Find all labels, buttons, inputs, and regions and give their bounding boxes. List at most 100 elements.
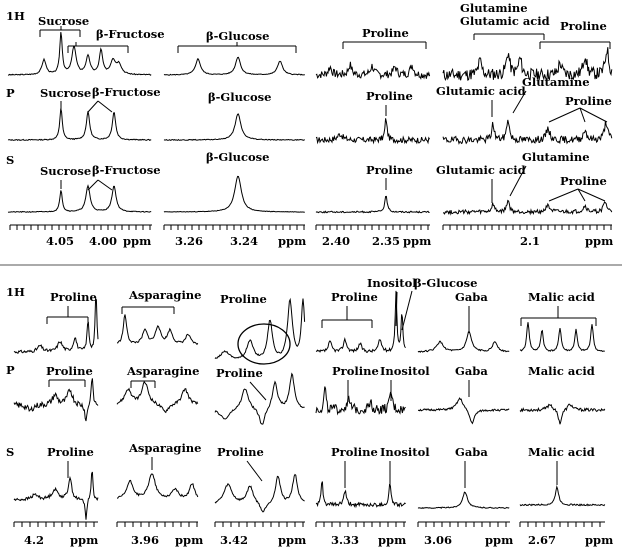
spectrum-b-s-proline2 xyxy=(214,473,305,513)
bracket-proline-b1c xyxy=(321,306,373,328)
label-proline-b2a: Proline xyxy=(46,364,93,378)
top-panel: 1H P S Sucrose β-Fructose β-Glucose Prol… xyxy=(6,1,613,248)
spectrum-b-p-malic xyxy=(519,403,606,425)
axis-line-b-3 xyxy=(214,521,305,527)
lines-proline-3b xyxy=(548,188,606,202)
label-proline-b3a: Proline xyxy=(47,445,94,459)
label-sucrose-2: Sucrose xyxy=(40,86,91,100)
spectrum-s-glucose xyxy=(163,175,305,213)
bracket-proline-b2a xyxy=(48,379,86,387)
label-malic-b3: Malic acid xyxy=(528,445,595,459)
axis-b-unit-3: ppm xyxy=(278,533,306,547)
axis-b-tick-396: 3.96 xyxy=(131,533,159,547)
label-glucose-3: β-Glucose xyxy=(206,150,269,164)
spectrum-b-p-proline3 xyxy=(315,386,406,416)
spectrum-b-1h-gaba xyxy=(417,330,510,353)
axis-unit-3: ppm xyxy=(403,234,431,248)
spectrum-b-1h-proline3 xyxy=(315,290,406,354)
label-proline-b1a: Proline xyxy=(50,290,97,304)
label-glutamic-1: Glutamic acid xyxy=(460,14,550,28)
lines-fructose-2 xyxy=(87,100,113,113)
tick-glutamine-2 xyxy=(512,90,527,114)
highlight-circle xyxy=(237,323,291,365)
axis-b-unit-2: ppm xyxy=(175,533,203,547)
spectrum-s-sucrose xyxy=(7,184,152,213)
axis-b-tick-42: 4.2 xyxy=(24,533,44,547)
label-proline-b1b: Proline xyxy=(220,292,267,306)
axis-unit-2: ppm xyxy=(278,234,306,248)
spectrum-b-s-asparagine xyxy=(117,473,199,499)
spectrum-1h-sucrose xyxy=(7,32,152,76)
axis-unit-4: ppm xyxy=(585,234,613,248)
label-proline-b2b: Proline xyxy=(216,366,263,380)
axis-b-tick-306: 3.06 xyxy=(424,533,452,547)
row-label-p-b: P xyxy=(6,363,15,377)
label-glucose-2: β-Glucose xyxy=(208,90,271,104)
spectrum-1h-glutamine xyxy=(442,47,613,81)
top-spectra xyxy=(7,32,613,216)
label-fructose-1: β-Fructose xyxy=(96,27,165,41)
bracket-glucose-1 xyxy=(177,42,297,53)
tick-proline-b3b xyxy=(246,460,263,482)
tick-inositol-b1 xyxy=(395,291,398,327)
spectrum-b-p-proline xyxy=(13,378,99,422)
bracket-proline-b1a xyxy=(46,306,89,324)
label-proline-3b: Proline xyxy=(560,174,607,188)
row-label-1h-b: 1H xyxy=(6,285,25,299)
spectrum-b-s-proline3 xyxy=(315,481,406,509)
tick-glutamine-3 xyxy=(509,165,527,197)
bracket-fructose-1 xyxy=(67,42,129,53)
axis-unit-1: ppm xyxy=(123,234,151,248)
bottom-panel: 1H P S Proline Asparagine Proline Prolin… xyxy=(6,276,613,547)
axis-line-b-4 xyxy=(315,521,406,527)
axis-tick-21: 2.1 xyxy=(520,234,540,248)
axis-b-tick-342: 3.42 xyxy=(220,533,248,547)
label-gaba-b3: Gaba xyxy=(455,445,488,459)
bracket-asparagine-b1 xyxy=(121,306,175,314)
axis-line-b-5 xyxy=(417,521,510,527)
row-label-1h: 1H xyxy=(6,9,25,23)
bracket-sucrose-1 xyxy=(39,26,81,37)
bracket-malic-b1 xyxy=(520,306,597,326)
axis-b-unit-5: ppm xyxy=(485,533,513,547)
label-proline-1a: Proline xyxy=(362,26,409,40)
spectrum-b-1h-asparagine xyxy=(117,314,199,346)
spectrum-b-1h-proline xyxy=(13,296,99,354)
row-label-s: S xyxy=(6,153,14,167)
label-fructose-3: β-Fructose xyxy=(92,163,161,177)
label-sucrose-3: Sucrose xyxy=(40,164,91,178)
label-asparagine-b2: Asparagine xyxy=(126,364,200,378)
spectrum-1h-glucose xyxy=(163,56,305,76)
label-glucose-b1: β-Glucose xyxy=(414,276,477,290)
tick-glucose-b1 xyxy=(401,290,413,331)
label-inositol-b1: Inositol xyxy=(367,276,417,290)
bracket-proline-1a xyxy=(342,41,427,49)
label-glutamine-1: Glutamine xyxy=(460,1,528,15)
bottom-spectra xyxy=(13,290,606,520)
spectrum-b-p-gaba xyxy=(417,397,510,425)
label-fructose-2: β-Fructose xyxy=(92,85,161,99)
label-proline-2b: Proline xyxy=(565,94,612,108)
bracket-asparagine-b2 xyxy=(130,380,156,388)
axis-tick-400: 4.00 xyxy=(89,234,117,248)
label-malic-b2: Malic acid xyxy=(528,364,595,378)
bracket-proline-1b xyxy=(539,41,611,49)
axis-b-tick-267: 2.67 xyxy=(528,533,556,547)
row-label-p: P xyxy=(6,86,15,100)
axis-b-unit-6: ppm xyxy=(585,533,613,547)
spectrum-b-s-proline xyxy=(13,471,99,520)
label-glutamine-3: Glutamine xyxy=(522,150,590,164)
axis-tick-235: 2.35 xyxy=(372,234,400,248)
spectrum-p-glutamine xyxy=(442,119,613,145)
row-label-s-b: S xyxy=(6,445,14,459)
label-proline-1b: Proline xyxy=(560,19,607,33)
bracket-glut-1 xyxy=(473,33,545,40)
label-glutamic-2: Glutamic acid xyxy=(436,84,526,98)
spectrum-1h-proline xyxy=(315,61,431,81)
label-gaba-b1: Gaba xyxy=(455,290,488,304)
spectrum-b-1h-proline2 xyxy=(214,297,306,360)
label-proline-b3b: Proline xyxy=(217,445,264,459)
spectrum-b-1h-malic xyxy=(519,322,605,353)
spectrum-s-proline xyxy=(315,195,430,214)
spectrum-p-glucose xyxy=(163,113,305,141)
